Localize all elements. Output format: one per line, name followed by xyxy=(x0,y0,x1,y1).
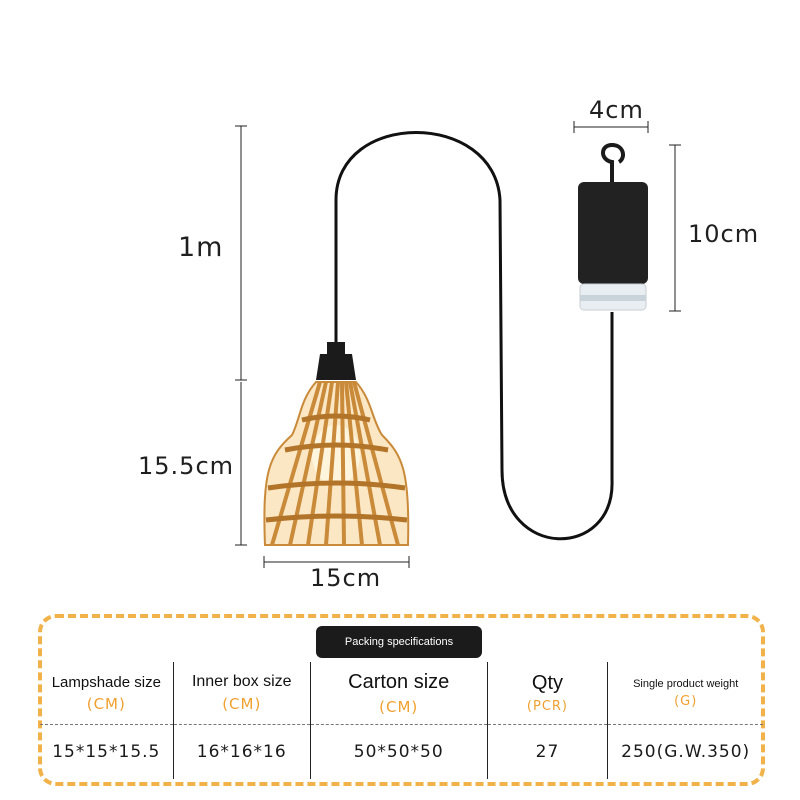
battery-width-label: 4cm xyxy=(589,96,644,124)
rattan-lampshade xyxy=(263,381,410,546)
lamp-illustration xyxy=(235,121,681,568)
spec-value-row: 15*15*15.5 16*16*16 50*50*50 27 250(G.W.… xyxy=(40,724,763,779)
battery-height-label: 10cm xyxy=(688,220,760,248)
spec-header-label: Inner box size xyxy=(191,673,292,690)
power-cord xyxy=(334,131,614,541)
spec-value-cell: 250(G.W.350) xyxy=(621,742,751,762)
spec-header-label: Qty xyxy=(531,672,564,694)
spec-header-unit: (CM) xyxy=(222,695,262,713)
spec-value-cell: 16*16*16 xyxy=(173,724,311,779)
cord-length-label: 1m xyxy=(178,232,224,263)
spec-header-unit: (CM) xyxy=(86,694,126,713)
spec-header-cell: Qty (PCR) xyxy=(487,662,609,725)
spec-header-label: Single product weight xyxy=(633,677,739,690)
spec-title: Packing specifications xyxy=(316,626,482,658)
spec-header-cell: Inner box size (CM) xyxy=(173,662,311,725)
spec-header-cell: Carton size (CM) xyxy=(310,662,488,725)
spec-header-unit: (CM) xyxy=(379,697,419,716)
dimension-lines xyxy=(235,121,681,568)
spec-header-label: Carton size xyxy=(348,670,450,693)
spec-header-cell: Lampshade size (CM) xyxy=(40,662,174,725)
spec-header-unit: (G) xyxy=(674,693,698,709)
spec-value-cell: 27 xyxy=(487,724,609,779)
battery-box xyxy=(578,142,648,311)
spec-header-row: Lampshade size (CM) Inner box size (CM) … xyxy=(40,662,763,725)
lamp-socket xyxy=(316,342,356,380)
packing-spec-table: Lampshade size (CM) Inner box size (CM) … xyxy=(40,662,763,779)
spec-value-cell: 15*15*15.5 xyxy=(40,724,174,779)
shade-height-label: 15.5cm xyxy=(138,452,235,480)
spec-value-cell: 50*50*50 xyxy=(310,724,488,779)
spec-header-unit: (PCR) xyxy=(526,699,568,714)
spec-header-cell: Single product weight (G) xyxy=(607,662,763,725)
shade-width-label: 15cm xyxy=(310,564,382,592)
spec-header-label: Lampshade size xyxy=(51,673,161,691)
